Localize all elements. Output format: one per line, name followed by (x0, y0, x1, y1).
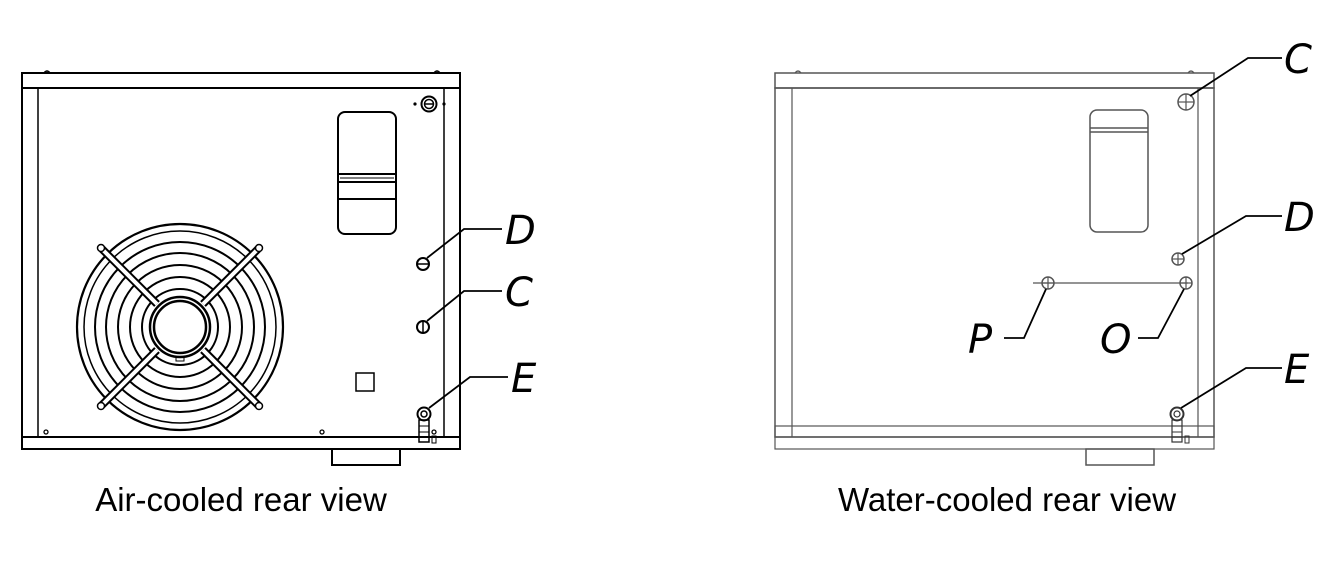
water-callout-o: O (1100, 317, 1131, 363)
air-bottom-bracket (331, 448, 401, 466)
water-drain-fitting-icon (1169, 406, 1190, 444)
water-vent-window (1089, 109, 1149, 233)
water-cooled-unit (774, 57, 1282, 466)
air-callout-c: C (505, 270, 533, 316)
water-port-p-icon (1041, 276, 1055, 290)
water-base-plate (774, 425, 1215, 438)
water-callout-c: C (1284, 37, 1312, 83)
water-callout-d: D (1284, 195, 1315, 241)
water-top-lid (774, 72, 1215, 89)
air-cooled-unit (21, 70, 508, 466)
water-callout-p: P (968, 317, 993, 363)
water-bottom-bracket (1085, 448, 1155, 466)
air-port-d-icon (416, 257, 430, 271)
water-callout-e: E (1284, 347, 1310, 393)
air-leader-lines (426, 228, 508, 409)
air-callout-e: E (511, 356, 537, 402)
air-top-lid (21, 72, 461, 89)
water-port-d-icon (1171, 252, 1185, 266)
air-base-plate (21, 436, 461, 450)
water-port-c-icon (1177, 93, 1195, 111)
water-port-o-icon (1179, 276, 1193, 290)
air-gauge-icon (413, 95, 446, 113)
air-callout-d: D (505, 208, 536, 254)
water-cooled-caption: Water-cooled rear view (838, 481, 1176, 518)
water-leader-lines (1004, 57, 1282, 409)
air-cooled-caption: Air-cooled rear view (95, 481, 387, 518)
air-vent-window (337, 111, 397, 235)
air-port-c-icon (416, 320, 430, 334)
air-square-knockout (355, 372, 375, 392)
air-fan-guard (75, 222, 285, 432)
air-drain-fitting-icon (416, 406, 437, 444)
